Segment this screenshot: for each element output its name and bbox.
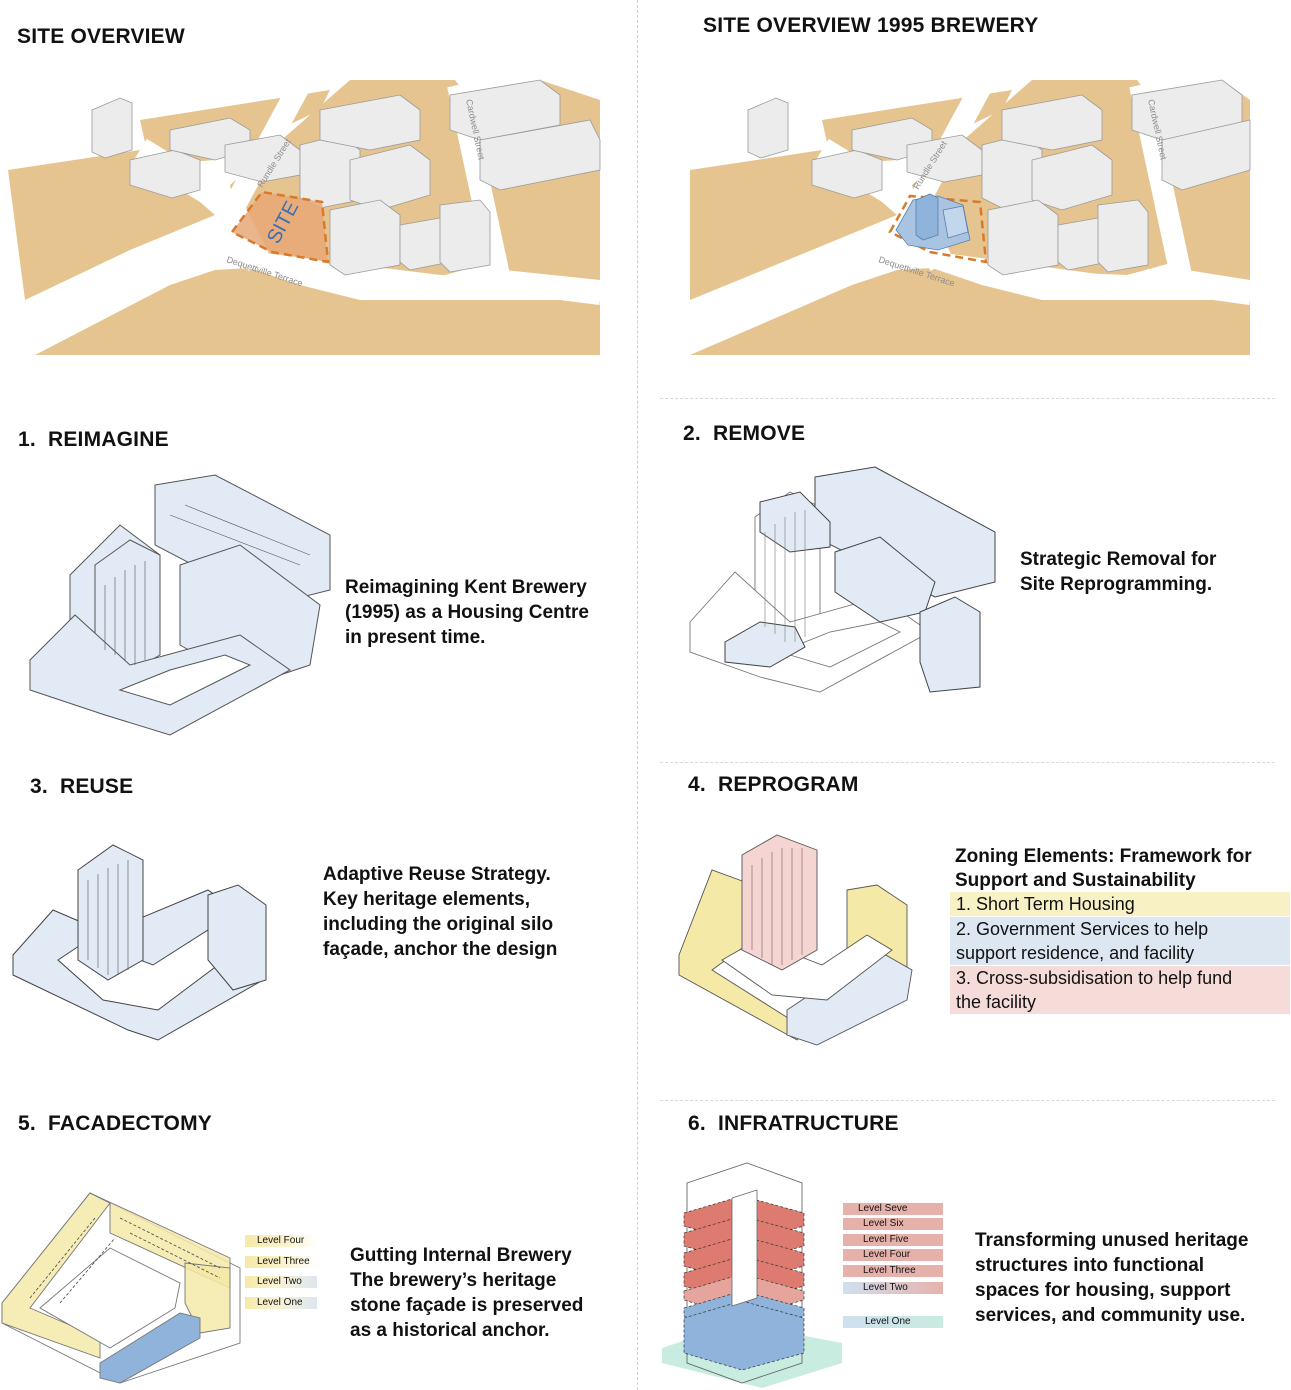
step-6-heading: 6. INFRATRUCTURE: [688, 1112, 899, 1135]
text-line: stone façade is preserved: [350, 1295, 584, 1316]
building: [449, 79, 561, 141]
text-line: Support and Sustainability: [955, 870, 1196, 891]
text-line: spaces for housing, support: [975, 1280, 1231, 1301]
step-5-text: Gutting Internal Brewery The brewery’s h…: [350, 1243, 583, 1343]
brewery-site-outline: [888, 194, 988, 264]
reuse-diagram: [12, 844, 267, 1041]
remove-diagram: [689, 466, 996, 693]
main-hall: [154, 474, 331, 606]
step-6-text: Transforming unused heritage structures …: [975, 1228, 1248, 1328]
zone-item-housing: 1. Short Term Housing: [950, 892, 1290, 916]
text-line: Zoning Elements: Framework for: [955, 846, 1252, 867]
tower-building: [747, 97, 789, 159]
level-label-one: Level One: [843, 1316, 943, 1328]
removed-courtyard: [778, 621, 902, 668]
ground-block-bottom: [35, 268, 600, 355]
building: [319, 94, 421, 151]
level-label-three: Level Three: [843, 1265, 943, 1277]
row-divider-3: [660, 1100, 1275, 1101]
level-label-one: Level One: [245, 1297, 317, 1309]
step-4-title: Zoning Elements: Framework for Support a…: [955, 845, 1252, 893]
text-line: Key heritage elements,: [323, 889, 530, 910]
level-label-four: Level Four: [245, 1235, 317, 1247]
text-line: The brewery’s heritage: [350, 1270, 557, 1291]
road: [921, 250, 1251, 305]
text-line: 2. Government Services to help: [956, 919, 1209, 939]
building: [329, 199, 401, 276]
building: [479, 119, 601, 191]
text-line: Site Reprogramming.: [1020, 574, 1213, 595]
ground-block-bottom: [690, 268, 1250, 355]
step-2-heading: 2. REMOVE: [683, 422, 806, 445]
tower-building: [91, 97, 133, 159]
reuse-corner: [207, 884, 267, 991]
courtyard: [118, 654, 252, 706]
text-line: structures into functional: [975, 1255, 1205, 1276]
road: [239, 250, 601, 305]
brewery-model: [895, 193, 971, 251]
site-overview-1995-map: Rundle Street Cardwell Street Dequettvil…: [690, 79, 1251, 355]
text-line: in present time.: [345, 627, 486, 648]
building: [1031, 144, 1113, 211]
reuse-silo: [77, 844, 144, 981]
reprogram-diagram: [678, 834, 913, 1046]
building: [439, 199, 491, 273]
text-line: support residence, and facility: [956, 943, 1195, 963]
building: [987, 199, 1059, 276]
step-3-heading: 3. REUSE: [30, 775, 134, 798]
facade-yellow-east: [184, 1262, 231, 1334]
facade-blue-south: [99, 1312, 201, 1384]
text-line: Strategic Removal for: [1020, 549, 1217, 570]
text-line: including the original silo: [323, 914, 554, 935]
text-line: Gutting Internal Brewery: [350, 1245, 572, 1266]
text-line: Transforming unused heritage: [975, 1230, 1249, 1251]
text-line: as a historical anchor.: [350, 1320, 550, 1341]
step-1-heading: 1. REIMAGINE: [18, 428, 169, 451]
row-divider-1: [660, 398, 1275, 399]
zone-item-subsidy: 3. Cross-subsidisation to help fund the …: [950, 966, 1290, 1014]
step-3-text: Adaptive Reuse Strategy. Key heritage el…: [323, 862, 557, 962]
text-line: Reimagining Kent Brewery: [345, 577, 587, 598]
step-2-text: Strategic Removal for Site Reprogramming…: [1020, 547, 1216, 597]
tower-outline: [686, 1162, 803, 1384]
infrastructure-diagram: [662, 1162, 842, 1388]
level-label-six: Level Six: [843, 1218, 943, 1230]
text-line: services, and community use.: [975, 1305, 1246, 1326]
text-line: 3. Cross-subsidisation to help fund: [956, 968, 1233, 988]
facade-courtyard: [39, 1247, 181, 1349]
site-area: [230, 190, 330, 264]
text-line: Adaptive Reuse Strategy.: [323, 864, 551, 885]
building: [1161, 119, 1251, 191]
vertical-divider: [637, 0, 638, 1390]
building: [1097, 199, 1149, 273]
level-label-seven: Level Seve: [843, 1203, 943, 1215]
level-label-five: Level Five: [843, 1234, 943, 1246]
reimagine-diagram: [29, 474, 331, 736]
zone-subsidy-silo: [741, 834, 818, 971]
building: [1001, 94, 1103, 151]
level-label-two: Level Two: [843, 1282, 943, 1294]
step-4-heading: 4. REPROGRAM: [688, 773, 859, 796]
retained-corner: [919, 596, 981, 693]
text-line: (1995) as a Housing Centre: [345, 602, 589, 623]
text-line: the facility: [956, 992, 1037, 1012]
site-overview-title: SITE OVERVIEW: [17, 25, 185, 48]
zone-housing: [678, 869, 808, 1041]
building: [349, 144, 431, 211]
site-overview-panel: SITE OVERVIEW SITE R: [0, 0, 636, 390]
site-overview-map: SITE Rundle Street Cardwell Street Deque…: [8, 79, 601, 355]
level-label-four: Level Four: [843, 1249, 943, 1261]
site-overview-1995-panel: SITE OVERVIEW 1995 BREWERY: [638, 0, 1291, 390]
step-5-heading: 5. FACADECTOMY: [18, 1112, 212, 1135]
zone-item-services: 2. Government Services to help support r…: [950, 917, 1290, 965]
row-divider-2: [660, 762, 1275, 763]
step-1-text: Reimagining Kent Brewery (1995) as a Hou…: [345, 575, 589, 650]
level-label-three: Level Three: [245, 1256, 317, 1268]
site-overview-1995-title: SITE OVERVIEW 1995 BREWERY: [703, 14, 1039, 37]
facadectomy-diagram: [1, 1192, 241, 1384]
core: [731, 1189, 758, 1307]
text-line: façade, anchor the design: [323, 939, 558, 960]
level-label-two: Level Two: [245, 1276, 317, 1288]
